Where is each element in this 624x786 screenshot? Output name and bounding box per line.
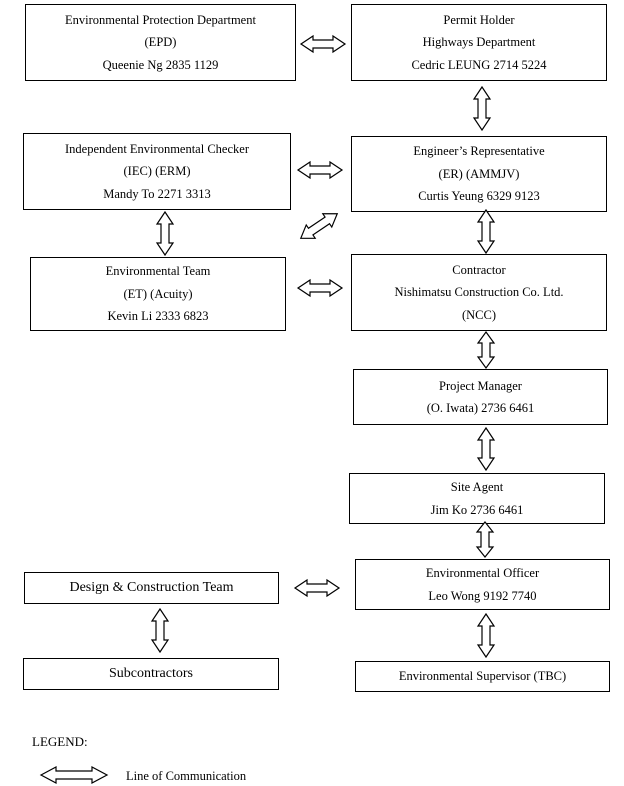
permit-holder-line-1: Permit Holder <box>443 12 515 27</box>
design-team-box: Design & Construction Team <box>24 572 279 604</box>
arrow-site-agent-env-officer <box>475 521 495 558</box>
epd-line-3: Queenie Ng 2835 1129 <box>102 57 219 72</box>
site-agent-line-1: Site Agent <box>450 480 504 494</box>
arrow-iec-er <box>296 160 344 180</box>
env-supervisor-box: Environmental Supervisor (TBC) <box>355 661 610 692</box>
arrow-contractor-project-manager <box>476 330 496 370</box>
arrow-design-team-subcontractors <box>150 607 170 654</box>
arrow-iec-et <box>155 210 175 257</box>
site-agent-line-2: Jim Ko 2736 6461 <box>430 502 524 517</box>
iec-line-2: (IEC) (ERM) <box>123 164 191 179</box>
iec-line-1: Independent Environmental Checker <box>65 141 249 156</box>
et-line-2: (ET) (Acuity) <box>123 286 193 301</box>
permit-holder-line-2: Highways Department <box>422 35 536 50</box>
permit-holder-line-3: Cedric LEUNG 2714 5224 <box>411 57 547 72</box>
contractor-box: Contractor Nishimatsu Construction Co. L… <box>351 254 607 331</box>
contractor-line-3: (NCC) <box>461 307 497 322</box>
iec-line-3: Mandy To 2271 3313 <box>103 186 211 201</box>
er-line-3: Curtis Yeung 6329 9123 <box>418 189 540 204</box>
er-line-2: (ER) (AMMJV) <box>438 166 520 181</box>
subcontractors-line-1: Subcontractors <box>109 665 193 681</box>
arrow-et-contractor <box>296 278 344 298</box>
et-box: Environmental Team (ET) (Acuity) Kevin L… <box>30 257 286 331</box>
contractor-line-2: Nishimatsu Construction Co. Ltd. <box>394 285 564 300</box>
epd-box: Environmental Protection Department (EPD… <box>25 4 296 81</box>
permit-holder-box: Permit Holder Highways Department Cedric… <box>351 4 607 81</box>
env-supervisor-line-1: Environmental Supervisor (TBC) <box>398 669 567 684</box>
et-line-3: Kevin Li 2333 6823 <box>107 309 209 324</box>
er-line-1: Engineer’s Representative <box>413 144 545 159</box>
legend-title: LEGEND: <box>32 734 88 749</box>
epd-line-2: (EPD) <box>144 35 177 50</box>
site-agent-box: Site Agent Jim Ko 2736 6461 <box>349 473 605 524</box>
arrow-permit-holder-er <box>472 85 492 132</box>
env-officer-line-1: Environmental Officer <box>425 566 540 580</box>
arrow-project-manager-site-agent <box>476 426 496 472</box>
arrow-er-contractor <box>476 208 496 255</box>
arrow-et-er-diagonal <box>299 213 339 239</box>
et-line-1: Environmental Team <box>105 264 211 279</box>
legend-line-of-communication-label: Line of Communication <box>126 769 247 783</box>
legend-arrow-icon <box>39 766 109 784</box>
contractor-line-1: Contractor <box>452 262 506 277</box>
design-team-line-1: Design & Construction Team <box>69 579 234 595</box>
env-officer-box: Environmental Officer Leo Wong 9192 7740 <box>355 559 610 610</box>
arrow-epd-permit-holder <box>299 34 347 54</box>
project-manager-line-2: (O. Iwata) 2736 6461 <box>426 401 535 415</box>
subcontractors-box: Subcontractors <box>23 658 279 690</box>
arrow-design-team-env-officer <box>293 578 341 598</box>
project-manager-box: Project Manager (O. Iwata) 2736 6461 <box>353 369 608 425</box>
project-manager-line-1: Project Manager <box>439 378 522 393</box>
env-officer-line-2: Leo Wong 9192 7740 <box>428 588 537 603</box>
er-box: Engineer’s Representative (ER) (AMMJV) C… <box>351 136 607 212</box>
arrow-env-officer-env-supervisor <box>476 612 496 659</box>
epd-line-1: Environmental Protection Department <box>65 12 256 27</box>
iec-box: Independent Environmental Checker (IEC) … <box>23 133 291 210</box>
